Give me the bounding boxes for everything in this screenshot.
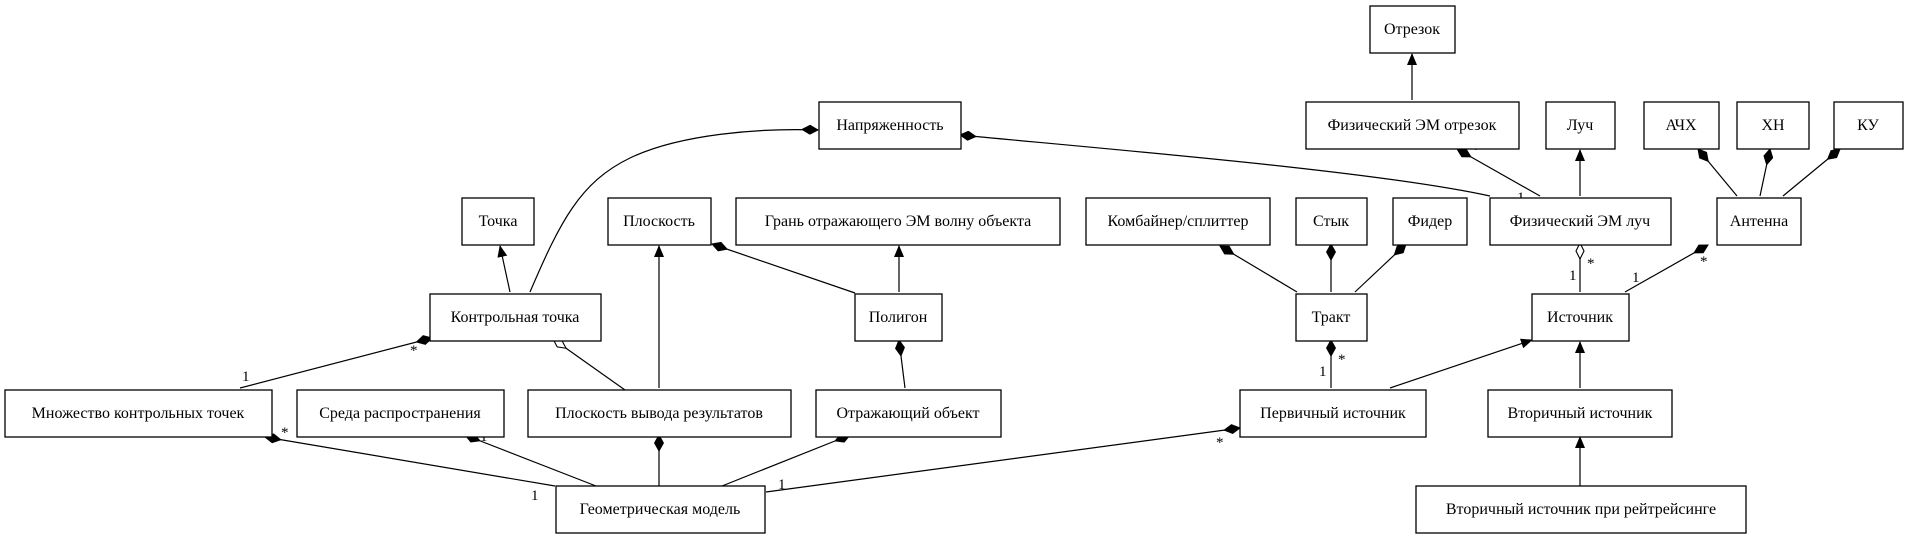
mult-mnozhestvo-one: 1 (242, 369, 250, 385)
node-label: Тракт (1312, 309, 1351, 326)
node-perv-istochnik[interactable]: Первичный источник (1239, 389, 1427, 438)
node-mnozhestvo[interactable]: Множество контрольных точек (4, 389, 273, 438)
edge-mnozhestvo-kontrtochka (239, 335, 433, 389)
edge-kontrtochka-napryazhennost (529, 124, 819, 293)
node-styk[interactable]: Стык (1295, 197, 1368, 246)
node-label: Плоскость (623, 213, 695, 230)
node-label: Напряженность (836, 117, 943, 134)
mult-geom-one-left: 1 (531, 488, 539, 504)
mult-fizotrezok-star: * (1472, 142, 1480, 158)
edges (239, 53, 1841, 493)
node-label: Источник (1547, 309, 1613, 326)
node-label: Фидер (1408, 213, 1452, 230)
mult-istochnik-one-left: 1 (1569, 268, 1577, 284)
node-fider[interactable]: Фидер (1392, 197, 1468, 246)
node-vtor-raytracing[interactable]: Вторичный источник при рейтрейсинге (1415, 485, 1747, 534)
mult-perv-star: * (1216, 435, 1224, 451)
mult-mnozhestvo-star: * (281, 425, 289, 441)
node-label: Антенна (1730, 213, 1788, 230)
node-gran[interactable]: Грань отражающего ЭМ волну объекта (735, 197, 1061, 246)
mult-kontrtochka-star: * (410, 343, 418, 359)
mult-fizluch-star: * (1587, 256, 1595, 272)
node-otrezok[interactable]: Отрезок (1369, 5, 1456, 54)
node-kombainer[interactable]: Комбайнер/сплиттер (1085, 197, 1271, 246)
edge-geom-mnozhestvo (264, 433, 556, 487)
edge-otrobekt-poligon (895, 339, 906, 389)
node-hn[interactable]: ХН (1736, 101, 1810, 150)
edge-kontrtochka-tochka (497, 245, 511, 293)
node-label: Геометрическая модель (580, 501, 741, 518)
node-label: Плоскость вывода результатов (555, 405, 763, 422)
node-label: Вторичный источник при рейтрейсинге (1446, 501, 1716, 518)
node-otr-obekt[interactable]: Отражающий объект (815, 389, 1002, 438)
node-label: Первичный источник (1260, 405, 1406, 422)
edge-fizluch-fizotrezok (1456, 148, 1541, 197)
node-achh[interactable]: АЧХ (1643, 101, 1720, 150)
node-label: Отрезок (1384, 21, 1440, 38)
node-label: Физический ЭМ отрезок (1328, 117, 1497, 134)
node-label: Вторичный источник (1508, 405, 1653, 422)
node-label: Отражающий объект (836, 405, 979, 422)
node-label: Физический ЭМ луч (1510, 213, 1650, 230)
edge-fizluch-napryazhennost (959, 130, 1491, 197)
node-napryazhennost[interactable]: Напряженность (818, 101, 962, 150)
edge-antenna-hn (1759, 148, 1774, 197)
node-label: Среда распространения (319, 405, 481, 422)
node-fiz-em-otrezok[interactable]: Физический ЭМ отрезок (1305, 101, 1520, 150)
edge-trakt-kombainer (1219, 245, 1298, 293)
node-geom-model[interactable]: Геометрическая модель (555, 485, 766, 534)
node-label: ХН (1761, 117, 1785, 134)
node-label: Множество контрольных точек (32, 405, 245, 422)
edge-trakt-fider (1354, 243, 1407, 293)
node-poligon[interactable]: Полигон (854, 293, 943, 342)
edge-istochnik-antenna (1624, 244, 1709, 293)
node-label: Грань отражающего ЭМ волну объекта (765, 213, 1032, 230)
node-ploskost-vyvoda[interactable]: Плоскость вывода результатов (527, 389, 792, 438)
node-vtor-istochnik[interactable]: Вторичный источник (1487, 389, 1673, 438)
node-kontr-tochka[interactable]: Контрольная точка (429, 293, 602, 342)
mult-istochnik-one-right: 1 (1632, 270, 1640, 286)
node-sreda[interactable]: Среда распространения (296, 389, 505, 438)
node-trakt[interactable]: Тракт (1295, 293, 1368, 342)
edge-perv-istochnik (1389, 338, 1533, 389)
node-fiz-em-luch[interactable]: Физический ЭМ луч (1489, 197, 1672, 246)
edge-antenna-ku (1782, 148, 1841, 197)
node-istochnik[interactable]: Источник (1531, 293, 1630, 342)
node-label: Полигон (869, 309, 928, 326)
edge-ploskostvyvoda-kontrtochka (553, 339, 626, 391)
edge-antenna-achh (1697, 148, 1738, 197)
edge-poligon-ploskost (711, 241, 856, 294)
node-tochka[interactable]: Точка (461, 197, 535, 246)
mult-antenna-star: * (1700, 254, 1708, 270)
node-label: Луч (1567, 117, 1594, 134)
node-label: Комбайнер/сплиттер (1108, 213, 1249, 230)
node-ku[interactable]: КУ (1833, 101, 1904, 150)
node-label: АЧХ (1665, 117, 1697, 134)
node-label: Стык (1313, 213, 1349, 230)
edge-geom-sreda (464, 433, 597, 487)
node-label: КУ (1857, 117, 1879, 134)
mult-trakt-star: * (1338, 352, 1346, 368)
node-label: Контрольная точка (451, 309, 580, 326)
node-luch[interactable]: Луч (1545, 101, 1616, 150)
edge-geom-perv (765, 424, 1241, 493)
mult-geom-one-right: 1 (778, 477, 786, 493)
edge-geom-otrobekt (721, 433, 851, 487)
node-label: Точка (479, 213, 518, 230)
node-ploskost[interactable]: Плоскость (607, 197, 712, 246)
node-antenna[interactable]: Антенна (1716, 197, 1802, 246)
mult-trakt-one: 1 (1319, 364, 1327, 380)
